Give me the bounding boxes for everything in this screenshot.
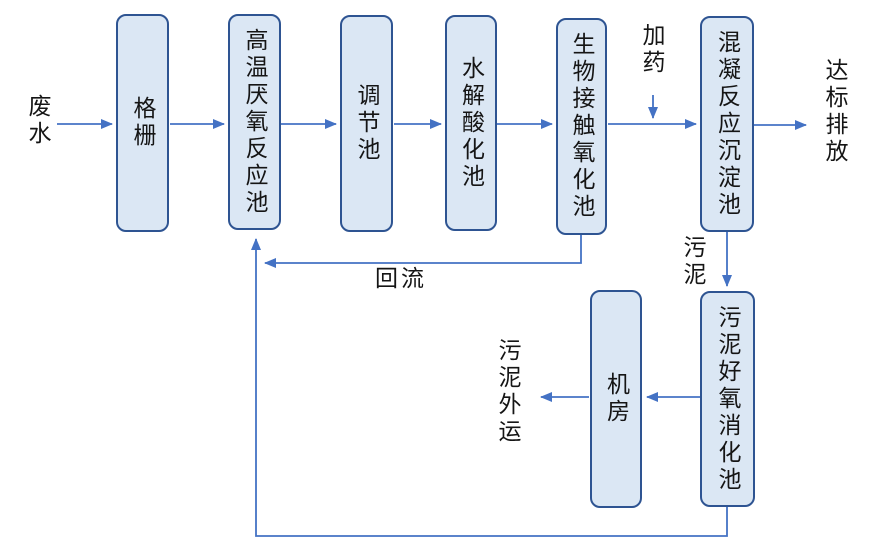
node-bio-contact-oxidation-tank: 生物接触氧化池 <box>556 18 607 235</box>
label-discharge: 达标排放 <box>822 58 848 166</box>
node-machine-room: 机房 <box>590 290 642 508</box>
arrow-reflux-line <box>264 235 582 268</box>
arrow-sludge-return-line <box>251 238 728 537</box>
node-sludge-aerobic-digestion-tank: 污泥好氧消化池 <box>700 291 755 507</box>
label-influent: 废水 <box>25 94 51 148</box>
label-sludge: 污泥 <box>680 235 706 289</box>
node-high-temp-anaerobic-reactor-label: 高温厌氧反应池 <box>242 27 268 217</box>
label-dosing: 加药 <box>639 23 665 77</box>
node-grid: 格栅 <box>116 14 169 232</box>
node-high-temp-anaerobic-reactor: 高温厌氧反应池 <box>228 14 281 230</box>
node-coagulation-reaction-sedimentation-tank: 混凝反应沉淀池 <box>700 16 754 232</box>
node-coagulation-reaction-sedimentation-tank-label: 混凝反应沉淀池 <box>714 29 741 219</box>
label-reflux: 回流 <box>375 265 427 291</box>
node-regulating-tank: 调节池 <box>340 15 393 232</box>
node-regulating-tank-label: 调节池 <box>354 83 380 164</box>
node-bio-contact-oxidation-tank-label: 生物接触氧化池 <box>569 32 595 221</box>
node-machine-room-label: 机房 <box>603 372 630 426</box>
node-grid-label: 格栅 <box>130 96 156 150</box>
node-hydrolysis-acidification-tank: 水解酸化池 <box>445 15 497 231</box>
node-hydrolysis-acidification-tank-label: 水解酸化池 <box>458 55 485 191</box>
label-sludge-out: 污泥外运 <box>495 338 521 446</box>
node-sludge-aerobic-digestion-tank-label: 污泥好氧消化池 <box>715 304 741 494</box>
